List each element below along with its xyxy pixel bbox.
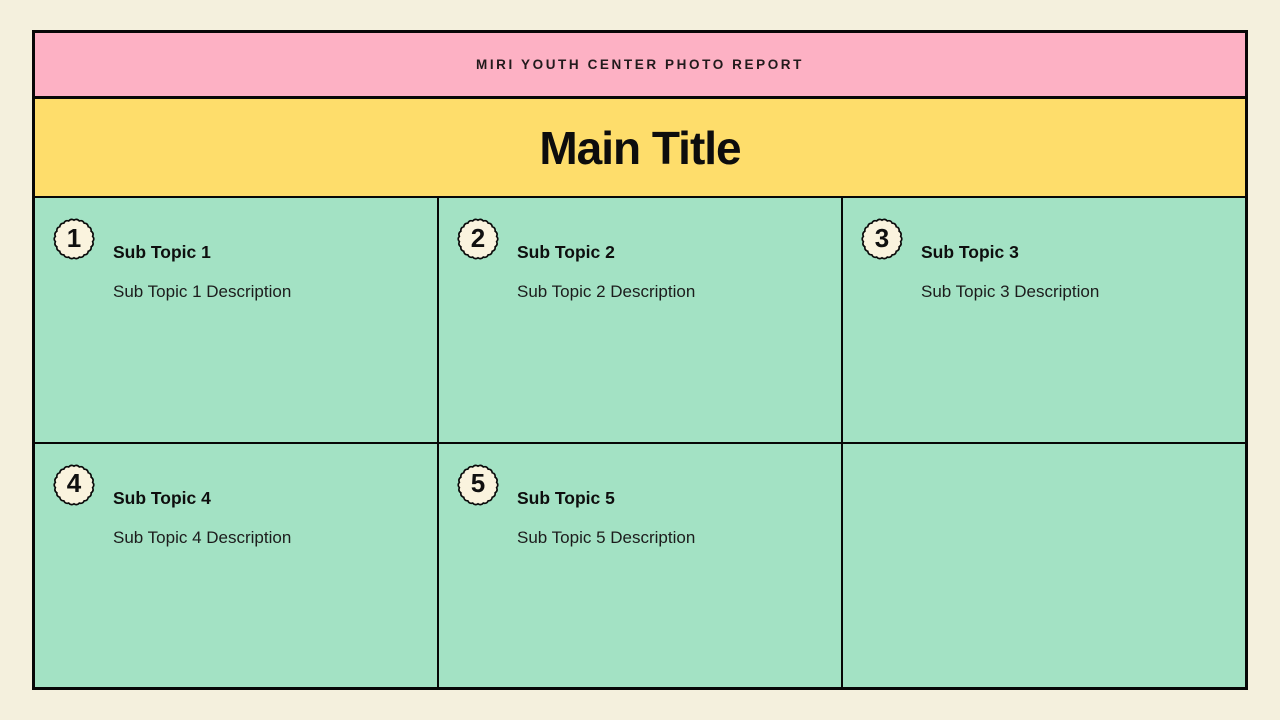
main-title: Main Title: [539, 121, 741, 174]
photo-report-table: MIRI YOUTH CENTER PHOTO REPORT Main Titl…: [32, 30, 1248, 690]
topic-cell-4: 4 Sub Topic 4 Sub Topic 4 Description: [35, 443, 437, 687]
topic-title: Sub Topic 1: [113, 242, 211, 262]
report-header-label: MIRI YOUTH CENTER PHOTO REPORT: [475, 57, 805, 72]
topic-content: Sub Topic 4 Sub Topic 4 Description: [35, 444, 437, 548]
number-badge-icon: 2: [456, 217, 500, 261]
number-badge-icon: 3: [860, 217, 904, 261]
topic-description: Sub Topic 5 Description: [517, 527, 696, 547]
topic-cell-2: 2 Sub Topic 2 Sub Topic 2 Description: [439, 198, 841, 442]
topic-description: Sub Topic 4 Description: [113, 527, 292, 547]
topic-content: Sub Topic 5 Sub Topic 5 Description: [439, 444, 841, 548]
topic-cell-3: 3 Sub Topic 3 Sub Topic 3 Description: [843, 198, 1245, 442]
badge-number: 5: [470, 468, 486, 498]
badge-number: 2: [470, 222, 486, 253]
topic-title: Sub Topic 4: [113, 487, 211, 508]
topic-title: Sub Topic 5: [517, 487, 615, 508]
report-header-band: MIRI YOUTH CENTER PHOTO REPORT: [35, 33, 1245, 99]
topic-cell-1: 1 Sub Topic 1 Sub Topic 1 Description: [35, 198, 437, 442]
badge-number: 4: [66, 468, 82, 498]
topic-description: Sub Topic 1 Description: [113, 282, 292, 301]
topic-content: Sub Topic 2 Sub Topic 2 Description: [439, 198, 841, 302]
topic-title: Sub Topic 2: [517, 242, 615, 262]
topic-title: Sub Topic 3: [921, 242, 1019, 262]
badge-number: 1: [66, 222, 82, 253]
topic-description: Sub Topic 2 Description: [517, 282, 696, 301]
topic-cell-6-empty: [843, 443, 1245, 687]
badge-number: 3: [874, 222, 890, 253]
topic-grid: 1 Sub Topic 1 Sub Topic 1 Description 2 …: [35, 198, 1245, 687]
number-badge-icon: 5: [456, 463, 500, 507]
topic-content: Sub Topic 1 Sub Topic 1 Description: [35, 198, 437, 302]
main-title-band: Main Title: [35, 99, 1245, 198]
number-badge-icon: 4: [52, 463, 96, 507]
topic-description: Sub Topic 3 Description: [921, 282, 1100, 301]
topic-content: Sub Topic 3 Sub Topic 3 Description: [843, 198, 1245, 302]
number-badge-icon: 1: [52, 217, 96, 261]
topic-cell-5: 5 Sub Topic 5 Sub Topic 5 Description: [439, 443, 841, 687]
